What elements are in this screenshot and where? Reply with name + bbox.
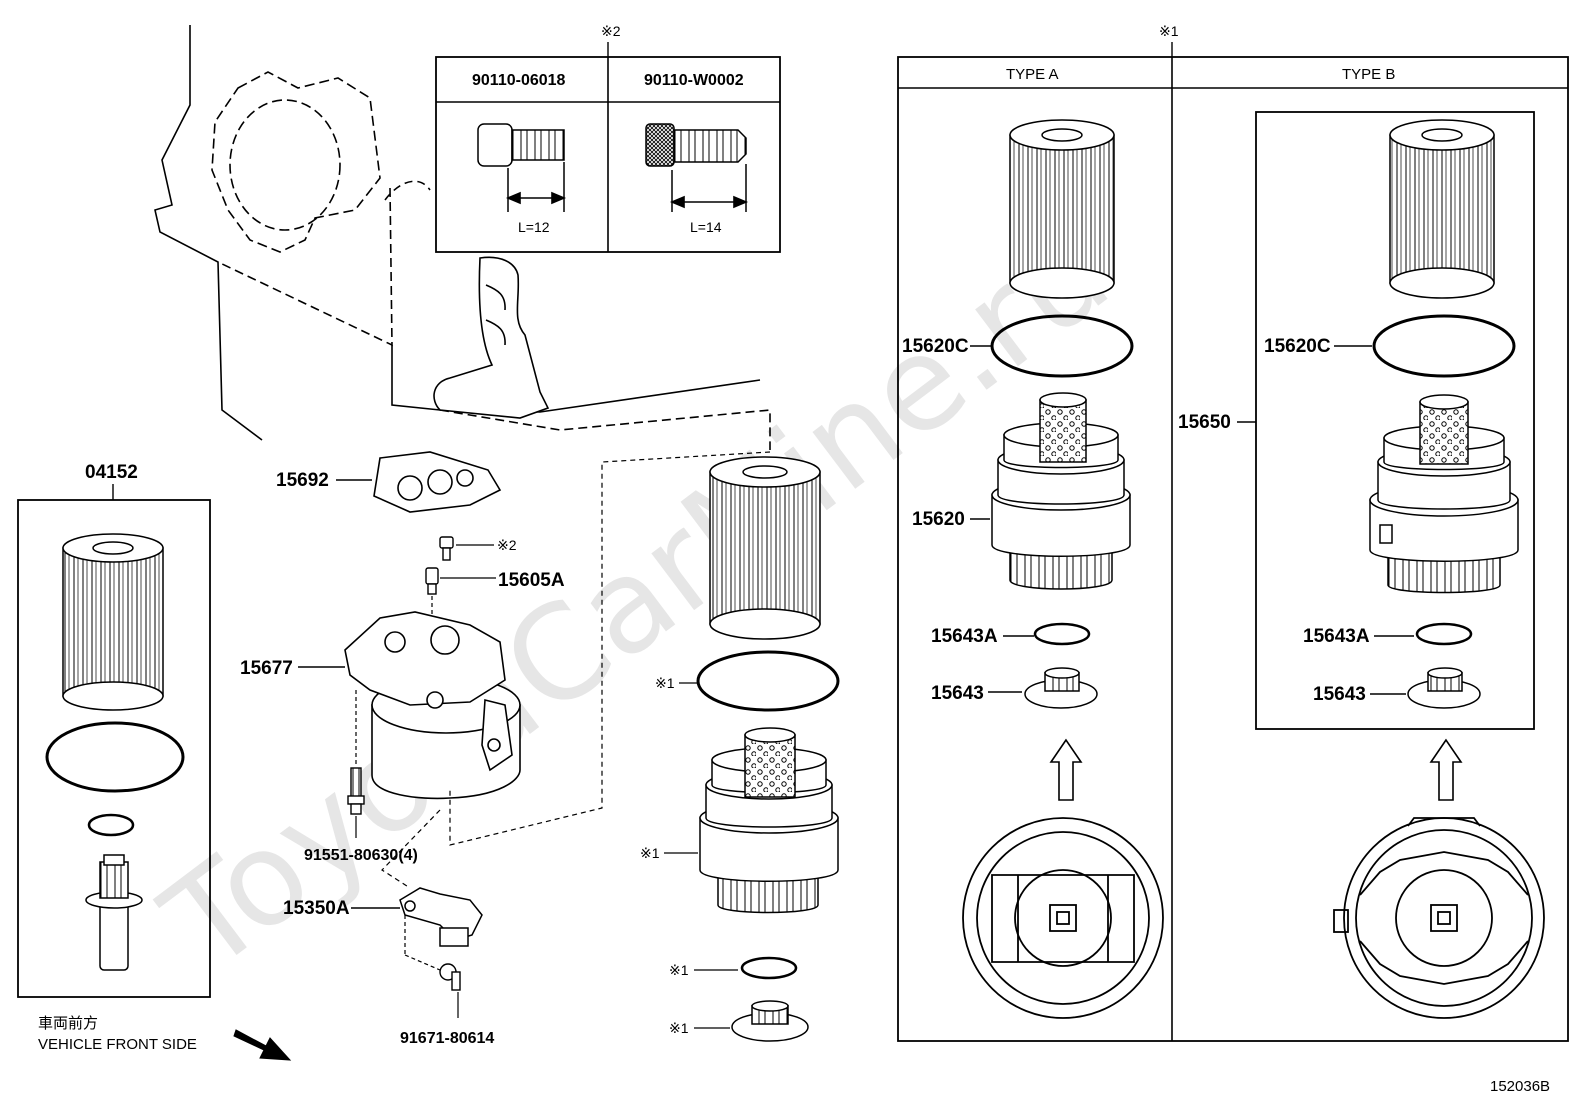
type-a-title: TYPE A: [1006, 66, 1059, 83]
oil-filter-housing-icon: [344, 611, 521, 800]
type-b-up-arrow-icon: [1429, 738, 1463, 801]
gasket-15692-icon: [373, 451, 502, 513]
column-gasket-icon: [740, 956, 798, 980]
type-b-label-15650: 15650: [1178, 412, 1231, 433]
type-b-gasket-icon: [1415, 622, 1473, 646]
type-a-cap-bottom-view-icon: [962, 817, 1164, 1019]
type-b-filter-cap-icon: [1369, 394, 1519, 594]
bolt-length-2: L=14: [690, 219, 722, 235]
kit-box: [17, 499, 211, 998]
note-mark-plug: ※1: [669, 1020, 689, 1036]
type-a-filter-cap-icon: [991, 392, 1131, 590]
type-a-label-15620c: 15620C: [902, 336, 969, 357]
small-bolt-icon: [439, 536, 454, 561]
front-direction-arrow-icon: [233, 1029, 292, 1061]
figure-id: 152036B: [1490, 1078, 1550, 1095]
note-mark-gasket: ※1: [669, 962, 689, 978]
type-a-label-15620: 15620: [912, 509, 965, 530]
stud-bolt-icon: [347, 767, 365, 815]
type-b-label-15620c: 15620C: [1264, 336, 1331, 357]
label-15677: 15677: [240, 658, 293, 679]
kit-drain-plug-icon: [85, 854, 143, 971]
note-mark-cap: ※1: [640, 845, 660, 861]
bolt-length-arrow-1: [505, 191, 567, 205]
type-b-label-15643a: 15643A: [1303, 626, 1370, 647]
types-table: [897, 56, 1569, 1042]
front-side-jp: 車両前方: [38, 1015, 98, 1032]
column-filter-cap-icon: [699, 727, 839, 914]
screw-icon: [439, 963, 461, 991]
front-side-en: VEHICLE FRONT SIDE: [38, 1036, 197, 1053]
kit-gasket-icon: [87, 813, 135, 837]
label-15350a: 15350A: [283, 898, 350, 919]
types-table-note: ※1: [1159, 23, 1179, 39]
oil-pressure-sensor-icon: [399, 887, 483, 947]
column-filter-element-icon: [709, 456, 821, 640]
type-a-label-15643: 15643: [931, 683, 984, 704]
type-b-assembly-box: [1255, 111, 1535, 730]
type-b-title: TYPE B: [1342, 66, 1395, 83]
type-a-filter-element-icon: [1009, 119, 1115, 299]
kit-label: 04152: [85, 462, 138, 483]
bolt-table: 90110-06018 90110-W0002 L=12 L=14: [435, 56, 781, 253]
bolt-w0002-icon: [645, 123, 747, 212]
bolt-part-no-1: 90110-06018: [472, 72, 566, 89]
label-15692: 15692: [276, 470, 329, 491]
kit-o-ring-icon: [45, 721, 185, 793]
column-o-ring-icon: [696, 650, 840, 712]
type-b-drain-plug-icon: [1407, 667, 1481, 709]
label-91671-80614: 91671-80614: [400, 1030, 494, 1047]
type-b-label-15643: 15643: [1313, 684, 1366, 705]
label-91551-80630: 91551-80630(4): [304, 847, 418, 864]
column-drain-plug-icon: [731, 1000, 809, 1042]
bolt-length-1: L=12: [518, 219, 550, 235]
bolt-06018-icon: [477, 123, 565, 212]
bolt-length-arrow-2: [669, 195, 749, 209]
type-b-cap-bottom-view-icon: [1333, 817, 1545, 1019]
type-a-gasket-icon: [1033, 622, 1091, 646]
type-a-o-ring-icon: [990, 314, 1134, 378]
union-bolt-15605a-icon: [425, 567, 439, 595]
engine-block-outline: [154, 25, 771, 450]
bolt-part-no-2: 90110-W0002: [644, 72, 744, 89]
type-a-label-15643a: 15643A: [931, 626, 998, 647]
small-bolt-note: ※2: [497, 537, 517, 553]
type-a-up-arrow-icon: [1049, 738, 1083, 801]
label-15605a: 15605A: [498, 570, 565, 591]
engine-bracket: [433, 256, 550, 419]
type-b-filter-element-icon: [1389, 119, 1495, 299]
note-mark-o-ring: ※1: [655, 675, 675, 691]
type-b-o-ring-icon: [1372, 314, 1516, 378]
type-a-drain-plug-icon: [1024, 667, 1098, 709]
kit-filter-element-icon: [62, 533, 164, 711]
bolt-table-note: ※2: [601, 23, 621, 39]
